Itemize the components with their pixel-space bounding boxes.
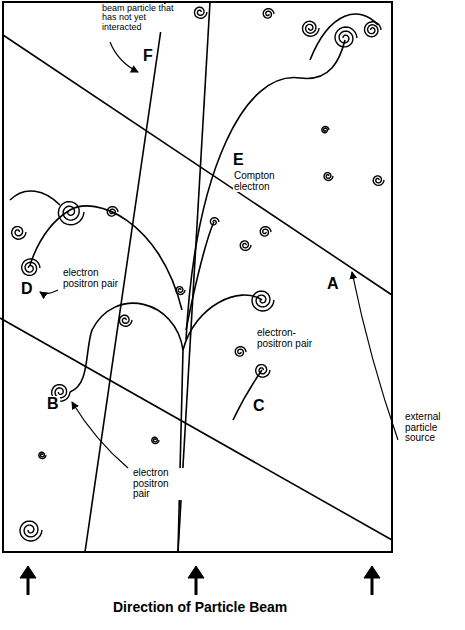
pair-track (186, 222, 214, 330)
beam-arrow (20, 566, 36, 578)
pair-track (70, 303, 183, 392)
electron-spiral (256, 365, 270, 378)
electron-spiral (12, 227, 26, 240)
electron-spiral (195, 7, 208, 18)
electron-spiral (252, 291, 274, 311)
electron-spiral (260, 227, 271, 237)
callout-letter: D (20, 281, 34, 298)
leader-arrow (72, 402, 128, 468)
beam-arrow (364, 566, 380, 578)
electron-spiral (22, 259, 40, 276)
leader-arrow (110, 42, 138, 72)
pair-track (30, 206, 182, 310)
interaction-track (178, 350, 183, 552)
track-label: beam particle that has not yet interacte… (101, 4, 185, 32)
track-label: Compton electron (233, 171, 293, 192)
beam-arrow (27, 576, 30, 595)
external-track (0, 318, 392, 540)
beam-arrow (195, 576, 198, 595)
callout-letter: E (232, 152, 245, 169)
electron-spiral (324, 173, 333, 181)
beam-arrow (371, 576, 374, 595)
electron-spiral (322, 126, 329, 132)
pair-track (310, 14, 378, 60)
electron-spiral (176, 287, 185, 295)
electron-spiral (152, 437, 159, 443)
leader-arrow (40, 290, 58, 294)
external-track (3, 35, 392, 295)
callout-letter: C (252, 398, 266, 415)
pair-track (186, 40, 345, 340)
electron-spiral (39, 452, 46, 458)
electron-spiral (335, 27, 357, 47)
electron-spiral (210, 218, 219, 225)
chamber-frame (3, 2, 392, 552)
electron-spiral (235, 347, 246, 357)
axis-title: Direction of Particle Beam (112, 600, 288, 615)
electron-spiral (373, 176, 384, 186)
electron-spiral (20, 521, 42, 541)
electron-spiral (58, 202, 84, 225)
track-label: external particle source (404, 412, 462, 444)
electron-spiral (263, 9, 274, 19)
electron-spiral (303, 21, 320, 36)
electron-spiral (365, 22, 382, 37)
track-label: electron positron pair (132, 468, 184, 500)
beam-arrow (188, 566, 204, 578)
track-label: electron positron pair (62, 268, 120, 289)
callout-letter: A (326, 276, 340, 293)
callout-letter: B (46, 396, 60, 413)
callout-letter: F (142, 48, 154, 65)
electron-spiral (107, 207, 118, 217)
electron-spiral (120, 315, 133, 326)
pair-track (10, 191, 60, 205)
track-label: electron-positron pair (256, 328, 318, 349)
leader-arrow (352, 272, 398, 440)
electron-spiral (240, 241, 251, 251)
pair-track (183, 295, 262, 350)
